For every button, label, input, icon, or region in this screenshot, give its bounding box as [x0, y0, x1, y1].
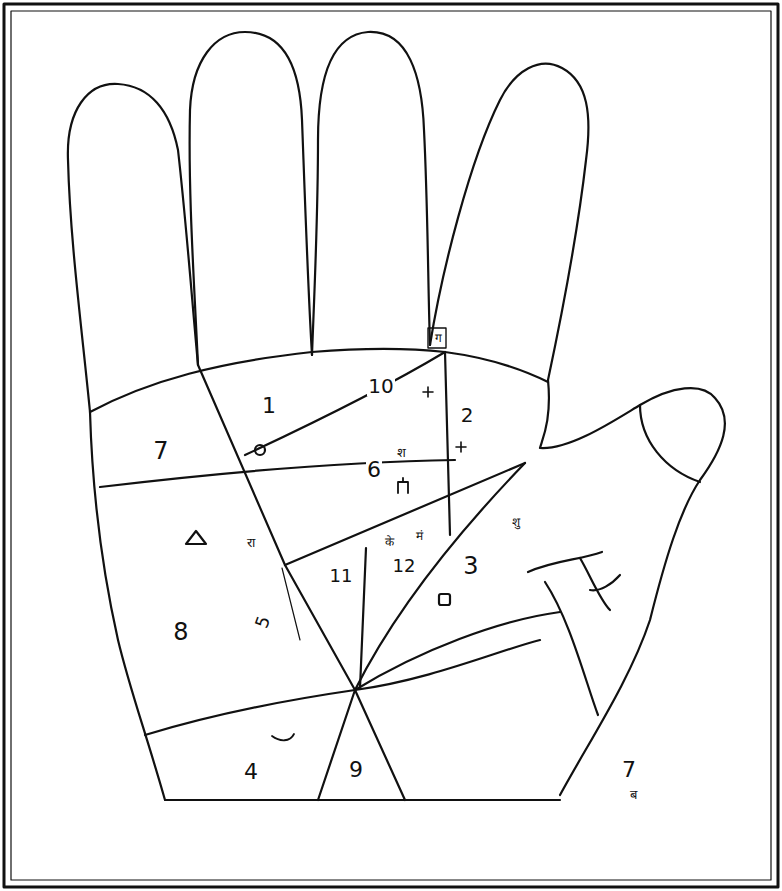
region-number: 10 [367, 376, 394, 396]
region-number: 9 [348, 759, 364, 781]
planet-letter: ग [434, 332, 443, 344]
region-number: 2 [460, 405, 475, 425]
region-number: 12 [392, 557, 417, 575]
region-number: 3 [462, 554, 479, 578]
region-number: 5 [252, 613, 274, 632]
planet-letter: श [396, 446, 407, 459]
region-number: 11 [329, 567, 354, 585]
region-number: 4 [243, 761, 259, 783]
region-number: 8 [172, 620, 189, 644]
planet-letter: रा [246, 536, 256, 549]
region-number: 7 [152, 439, 169, 463]
planet-letter: के [384, 536, 395, 548]
planet-letter: शु [511, 516, 521, 528]
region-number: 1 [261, 395, 277, 417]
region-number: 6 [366, 459, 382, 481]
region-number: 7 [621, 759, 637, 781]
planet-letter: मं [415, 530, 424, 542]
planet-letter: ब [629, 788, 638, 801]
